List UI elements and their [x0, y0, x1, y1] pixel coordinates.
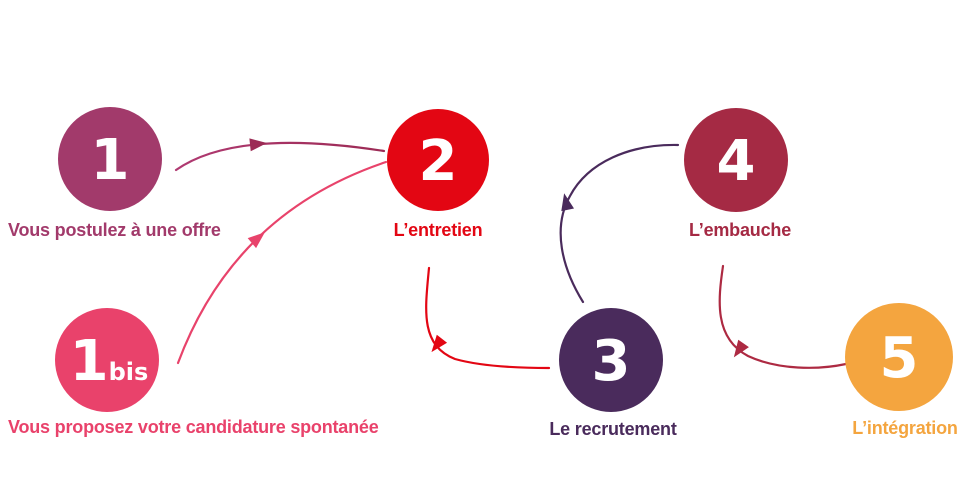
step-3: 3 Le recrutement [549, 308, 677, 439]
step-2: 2L’entretien [387, 109, 489, 240]
step-4-circle [684, 108, 788, 212]
step-1-circle [58, 107, 162, 211]
step-1bis-number: 1bis [70, 329, 149, 394]
arrow-3-to-4-arrowhead-icon [561, 193, 575, 212]
step-3-label: Le recrutement [549, 419, 676, 439]
step-1bis-circle [55, 308, 159, 412]
step-1bis-label: Vous proposez votre candidature spontané… [8, 417, 379, 437]
step-5-label: L’intégration [852, 418, 957, 438]
step-1-label: Vous postulez à une offre [8, 220, 221, 240]
arrow-1-to-2-path [174, 141, 386, 172]
step-5-circle [845, 303, 953, 411]
step-3-circle [559, 308, 663, 412]
step-3-number: 3 [592, 329, 631, 394]
step-4: 4L’embauche [684, 108, 791, 240]
arrow-4-to-5-arrowhead-icon [733, 339, 749, 358]
arrow-1-to-2-arrowhead-icon [249, 138, 267, 152]
arrow-2-to-3-arrowhead-icon [431, 334, 448, 353]
step-2-circle [387, 109, 489, 211]
step-2-number: 2 [419, 129, 458, 194]
step-4-label: L’embauche [689, 220, 791, 240]
arrow-1bis-to-2-path [176, 160, 388, 365]
step-5-number: 5 [880, 326, 919, 391]
arrow-1bis-to-2-arrowhead-icon [247, 232, 265, 249]
arrow-2-to-3-path [425, 266, 551, 370]
arrow-3-to-4-path [559, 143, 680, 304]
step-5: 5L’intégration [845, 303, 958, 438]
arrow-4-to-5-path [718, 264, 848, 369]
step-4-number: 4 [717, 129, 756, 194]
step-1-number: 1 [91, 128, 130, 193]
step-2-label: L’entretien [394, 220, 483, 240]
